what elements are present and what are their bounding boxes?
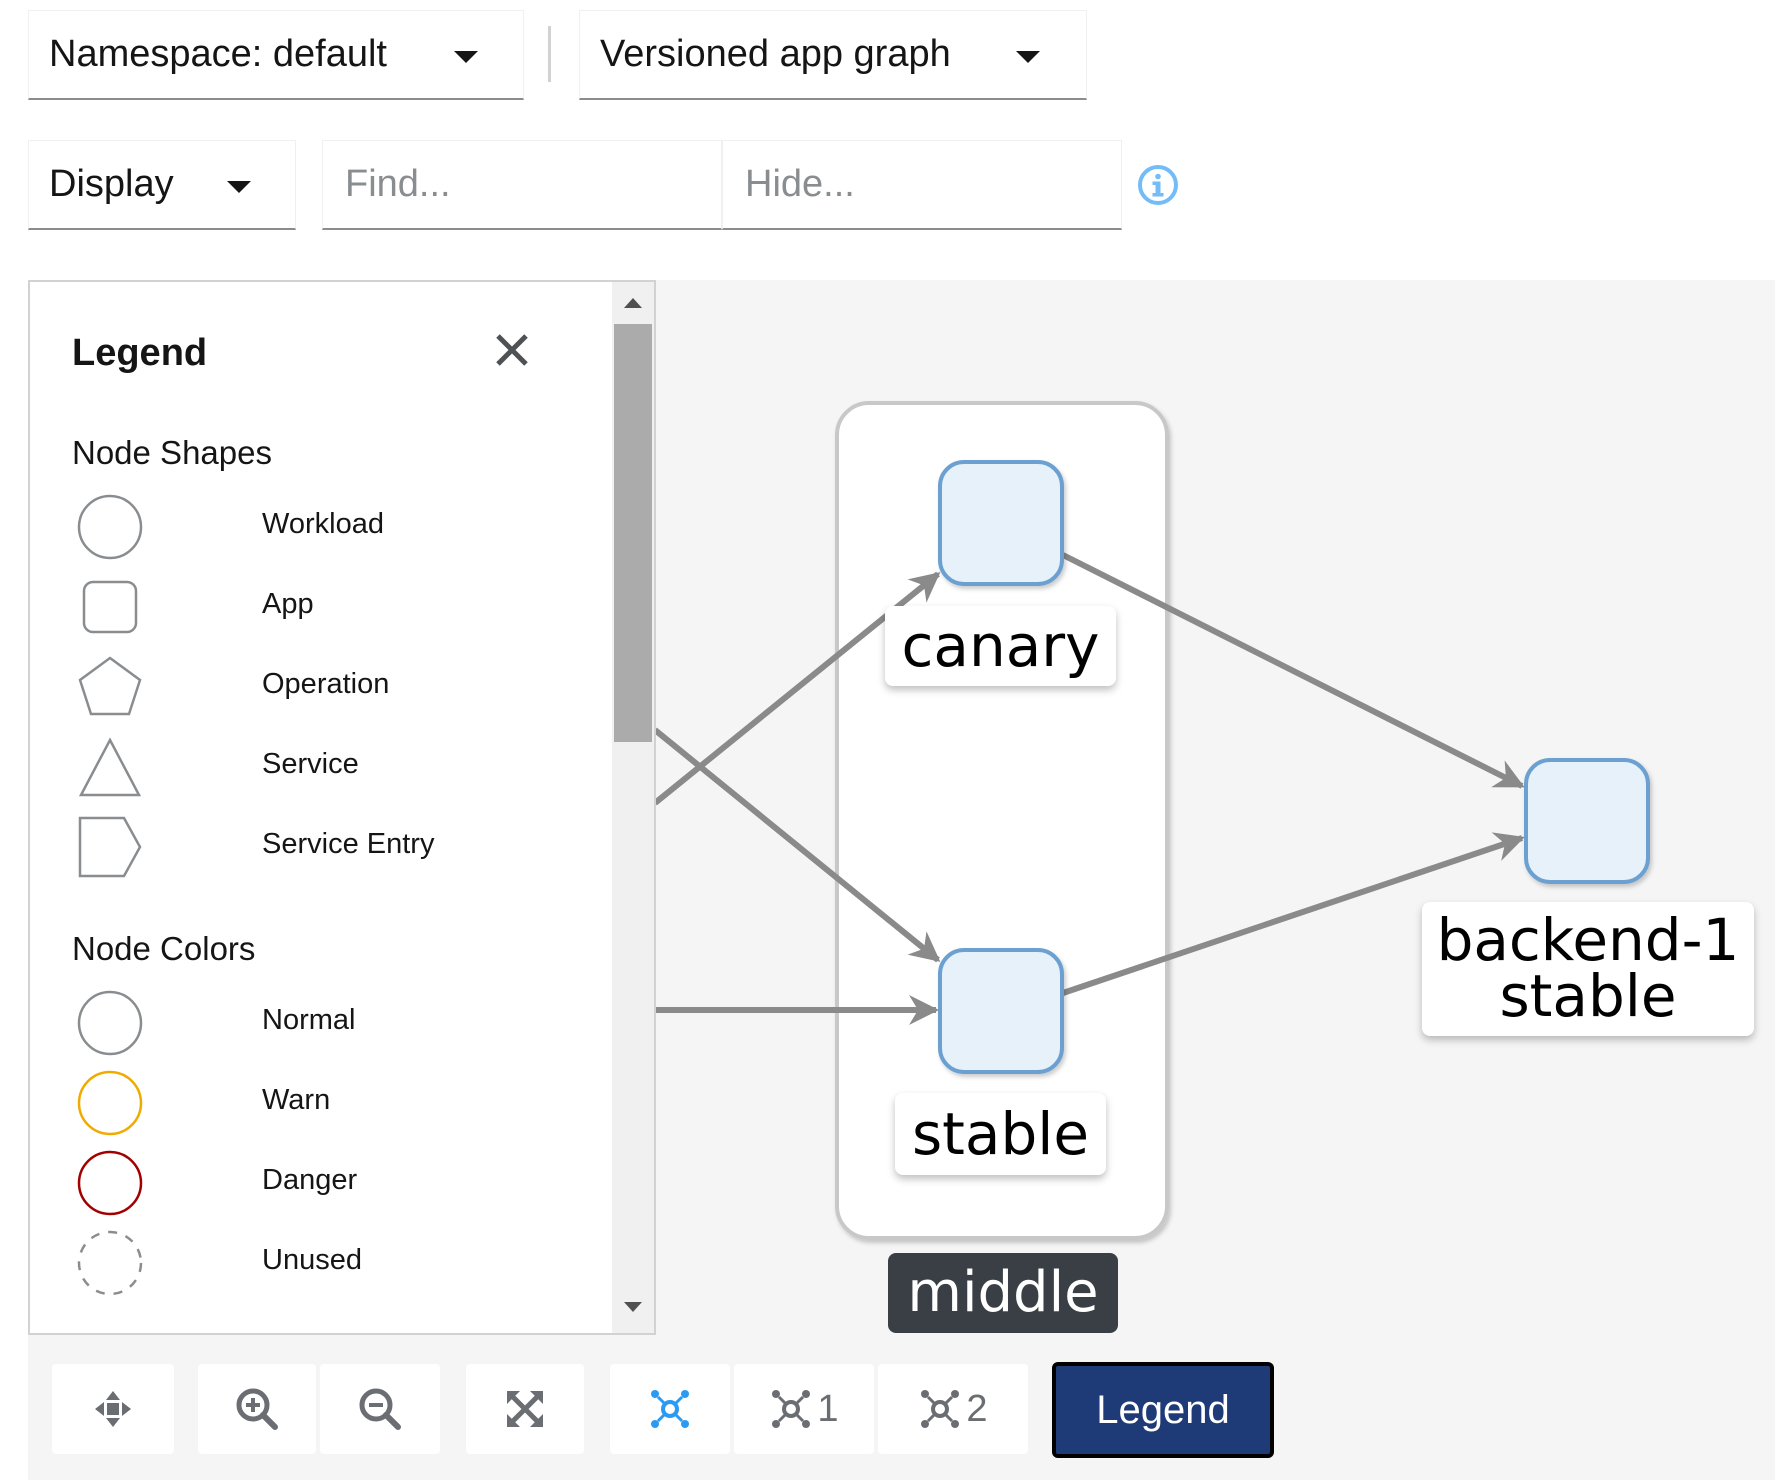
legend-item: Service: [70, 732, 520, 802]
display-select-label: Display: [49, 163, 174, 205]
graph-type-select-label: Versioned app graph: [600, 33, 951, 75]
layout-1-label: 1: [817, 1387, 839, 1430]
toolbar-divider: [548, 26, 551, 82]
info-icon[interactable]: [1137, 164, 1179, 206]
legend-item: Service Entry: [70, 812, 520, 882]
circle-unused-icon: [77, 1230, 143, 1296]
topology-icon: [772, 1390, 811, 1428]
circle-danger-icon: [77, 1150, 143, 1216]
chevron-down-icon: [1016, 51, 1040, 63]
namespace-select[interactable]: Namespace: default: [28, 10, 524, 100]
legend-item: Workload: [70, 492, 520, 562]
circle-icon: [77, 494, 143, 560]
legend-item-label: App: [262, 588, 314, 620]
legend-title: Legend: [72, 332, 208, 374]
legend-item-label: Normal: [262, 1004, 356, 1036]
find-input[interactable]: [322, 140, 722, 230]
zoom-out-button[interactable]: [320, 1364, 440, 1454]
move-icon: [95, 1391, 131, 1427]
legend-node-shapes-heading: Node Shapes: [72, 434, 272, 471]
layout-1-button[interactable]: 1: [734, 1364, 874, 1454]
graph-type-select[interactable]: Versioned app graph: [579, 10, 1087, 100]
legend-panel: Legend Node Shapes Workload App Operatio…: [28, 280, 656, 1335]
node-label-canary: canary: [885, 606, 1116, 686]
legend-item: Warn: [70, 1068, 520, 1138]
zoom-out-icon: [359, 1388, 401, 1430]
legend-item: Normal: [70, 988, 520, 1058]
legend-item-label: Service Entry: [262, 828, 435, 860]
legend-item-label: Service: [262, 748, 359, 780]
legend-item: Danger: [70, 1148, 520, 1218]
namespace-select-label: Namespace: default: [49, 33, 387, 75]
pan-button[interactable]: [52, 1364, 174, 1454]
circle-warn-icon: [77, 1070, 143, 1136]
legend-scrollbar-thumb[interactable]: [614, 324, 652, 742]
triangle-icon: [78, 737, 142, 797]
node-label-stable: stable: [895, 1093, 1106, 1175]
layout-2-label: 2: [966, 1387, 988, 1430]
pentagon-icon: [78, 656, 142, 716]
legend-button[interactable]: Legend: [1052, 1362, 1274, 1458]
node-stable[interactable]: [938, 948, 1064, 1074]
scroll-down-icon[interactable]: [622, 1300, 644, 1314]
fit-to-screen-button[interactable]: [466, 1364, 584, 1454]
close-icon[interactable]: [492, 330, 532, 370]
legend-item: Operation: [70, 652, 520, 722]
hide-input[interactable]: [722, 140, 1122, 230]
expand-icon: [507, 1391, 543, 1427]
display-select[interactable]: Display: [28, 140, 296, 230]
node-backend-1[interactable]: [1524, 758, 1650, 884]
topology-icon: [651, 1390, 689, 1428]
zoom-in-button[interactable]: [198, 1364, 316, 1454]
legend-item: Unused: [70, 1228, 520, 1298]
chevron-down-icon: [227, 181, 251, 193]
circle-normal-icon: [77, 990, 143, 1056]
edge-canary-to-backend[interactable]: [1061, 552, 1525, 789]
legend-item-label: Workload: [262, 508, 384, 540]
legend-item-label: Operation: [262, 668, 390, 700]
node-label-backend-1: backend-1 stable: [1422, 902, 1754, 1036]
layout-default-button[interactable]: [610, 1364, 730, 1454]
tag-icon: [78, 816, 142, 878]
legend-item-label: Unused: [262, 1244, 362, 1276]
edge-unknown-to-stable[interactable]: [653, 727, 941, 963]
chevron-down-icon: [454, 51, 478, 63]
rounded-square-icon: [82, 580, 138, 634]
topology-icon: [921, 1390, 960, 1428]
edge-stable-to-backend[interactable]: [1062, 832, 1525, 996]
legend-item: App: [70, 572, 520, 642]
node-canary[interactable]: [938, 460, 1064, 586]
app-box-label: middle: [888, 1253, 1118, 1333]
scroll-up-icon[interactable]: [622, 296, 644, 310]
legend-item-label: Danger: [262, 1164, 358, 1196]
legend-node-colors-heading: Node Colors: [72, 930, 256, 967]
zoom-in-icon: [236, 1388, 278, 1430]
legend-item-label: Warn: [262, 1084, 331, 1116]
layout-2-button[interactable]: 2: [878, 1364, 1028, 1454]
